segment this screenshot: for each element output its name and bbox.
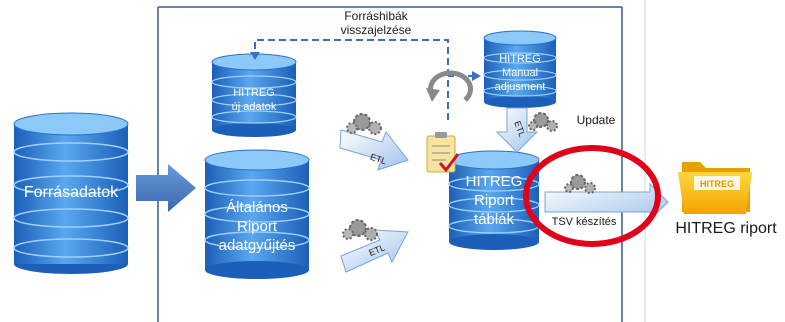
general-label-line1: Általános bbox=[226, 199, 288, 216]
flow-arrow-source bbox=[136, 164, 196, 212]
gears-icon-lower bbox=[342, 219, 378, 241]
folder-tab-label: HITREG bbox=[700, 179, 734, 189]
report-tables-label-line1: HITREG bbox=[466, 173, 523, 190]
general-label-line3: adatgyűjtés bbox=[219, 237, 296, 254]
general-database: Általános Riport adatgyűjtés bbox=[204, 149, 310, 279]
tsv-label: TSV készítés bbox=[552, 216, 617, 228]
new-data-label-line1: HITREG bbox=[233, 87, 275, 99]
tsv-arrow bbox=[544, 182, 669, 222]
feedback-label-line2: visszajelzése bbox=[341, 23, 412, 37]
etl-arrow-lower: ETL bbox=[340, 229, 409, 273]
manual-database: HITREG Manual adjusment bbox=[483, 30, 557, 108]
etl-label-upper: ETL bbox=[369, 152, 388, 167]
refresh-icon bbox=[426, 70, 473, 102]
gears-icon-update bbox=[528, 112, 558, 132]
highlight-circle bbox=[523, 145, 661, 247]
output-label: HITREG riport bbox=[675, 220, 777, 237]
general-label-line2: Riport bbox=[237, 218, 278, 235]
new-data-database: HITREG új adatok bbox=[211, 53, 297, 137]
manual-label-line1: HITREG bbox=[499, 53, 541, 65]
source-database: Forrásadatok bbox=[13, 112, 129, 274]
gears-icon-upper bbox=[346, 113, 382, 135]
manual-label-line3: adjusment bbox=[495, 81, 546, 93]
report-tables-label-line2: Riport bbox=[474, 192, 515, 209]
update-label: Update bbox=[577, 113, 616, 127]
feedback-label-line1: Forráshibák bbox=[344, 9, 408, 23]
manual-label-line2: Manual bbox=[502, 67, 538, 79]
source-label: Forrásadatok bbox=[24, 184, 119, 201]
process-frame bbox=[157, 0, 646, 322]
etl-arrow-upper: ETL bbox=[339, 129, 409, 171]
folder-icon: HITREG bbox=[678, 162, 752, 214]
gears-icon-tsv bbox=[564, 174, 596, 194]
clipboard-check-icon bbox=[426, 132, 460, 173]
new-data-label-line2: új adatok bbox=[232, 101, 277, 113]
report-tables-label-line3: táblák bbox=[474, 211, 515, 228]
etl-arrow-down: ETL bbox=[495, 107, 539, 153]
